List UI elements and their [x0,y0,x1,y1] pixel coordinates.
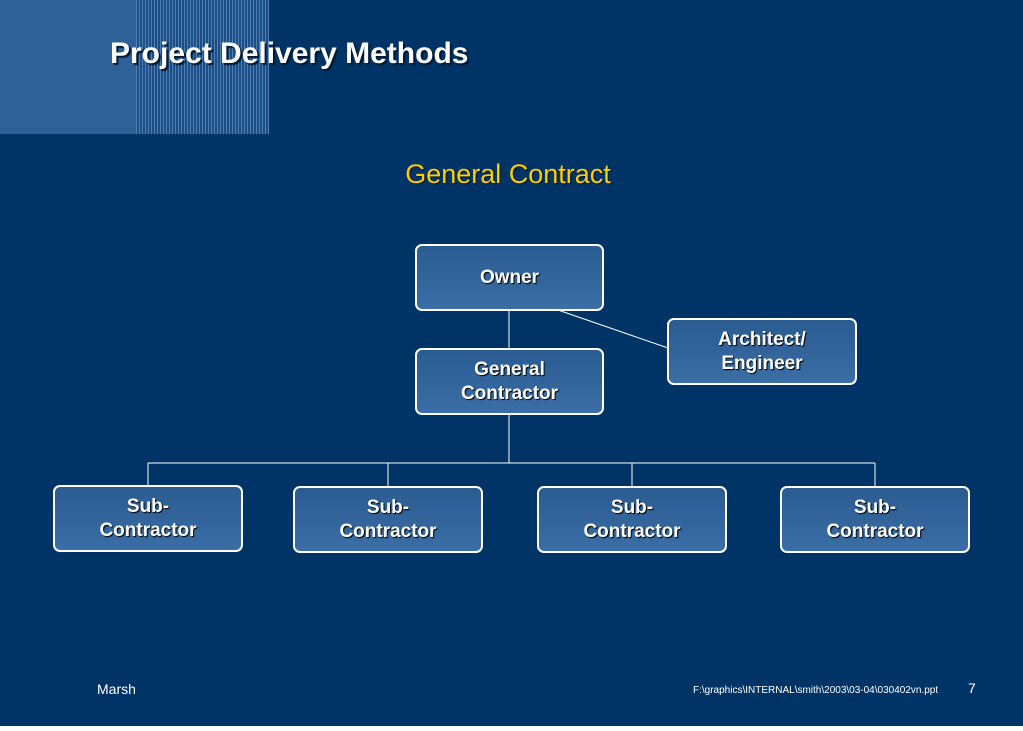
general-contractor-label: General Contractor [460,358,559,404]
corner-decoration [0,0,136,134]
subcontractor-label: Sub- Contractor [339,496,437,542]
subcontractor-label: Sub- Contractor [826,496,924,542]
subcontractor-label: Sub- Contractor [99,495,197,541]
owner-box: Owner [415,244,604,311]
subcontractor-box: Sub- Contractor [53,485,243,552]
architect-engineer-label: Architect/ Engineer [718,328,806,374]
architect-engineer-box: Architect/ Engineer [667,318,857,385]
footer-author: Marsh [97,681,136,697]
subcontractor-box: Sub- Contractor [537,486,727,553]
subcontractor-box: Sub- Contractor [293,486,483,553]
page-number: 7 [968,680,976,696]
owner-to-architect-line [557,309,669,349]
owner-label: Owner [479,266,540,288]
subcontractor-label: Sub- Contractor [583,496,681,542]
general-contractor-box: General Contractor [415,348,604,415]
slide-title: Project Delivery Methods [110,37,469,70]
subcontractor-box: Sub- Contractor [780,486,970,553]
bottom-border [0,726,1023,731]
footer-file-path: F:\graphics\INTERNAL\smith\2003\03-04\03… [693,685,939,696]
slide-subtitle: General Contract [405,159,611,189]
stripe-decoration [136,0,269,134]
